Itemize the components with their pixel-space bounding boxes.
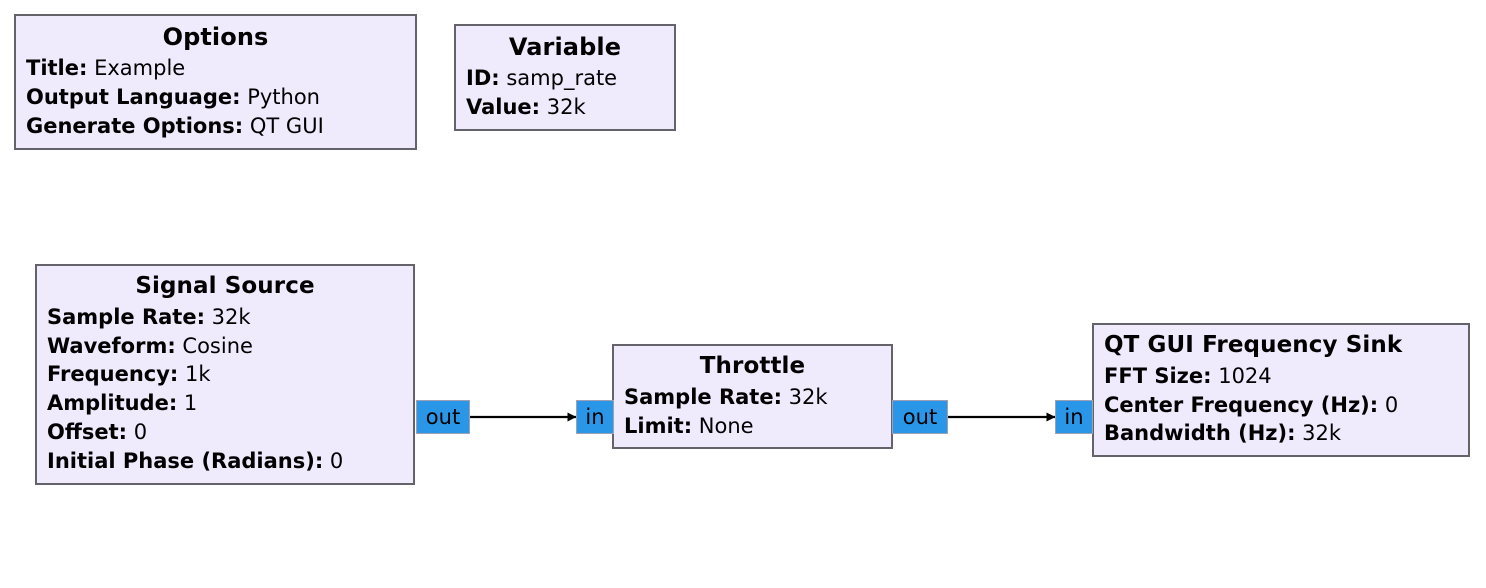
block-signal-source[interactable]: Signal Source Sample Rate: 32k Waveform:… <box>35 264 415 485</box>
param-value: None <box>698 413 754 438</box>
block-param-fft-size: FFT Size: 1024 <box>1104 363 1458 390</box>
block-param-sample-rate: Sample Rate: 32k <box>624 384 881 411</box>
param-value: 32k <box>788 384 828 409</box>
param-key: Waveform: <box>47 333 176 358</box>
param-key: ID: <box>466 66 500 91</box>
block-title: Signal Source <box>135 273 315 299</box>
param-value: 0 <box>1384 392 1399 417</box>
param-value: Cosine <box>182 333 253 358</box>
param-value: QT GUI <box>249 113 324 138</box>
param-value: 0 <box>329 448 344 473</box>
param-key: Sample Rate: <box>624 384 782 409</box>
block-param-sample-rate: Sample Rate: 32k <box>47 304 403 331</box>
block-qt-gui-frequency-sink[interactable]: QT GUI Frequency Sink FFT Size: 1024 Cen… <box>1092 323 1470 458</box>
param-key: Limit: <box>624 413 693 438</box>
param-value: 32k <box>1302 421 1342 446</box>
port-freq-sink-in[interactable]: in <box>1055 400 1093 434</box>
param-key: Center Frequency (Hz): <box>1104 392 1379 417</box>
param-key: Sample Rate: <box>47 304 205 329</box>
param-value: 1 <box>183 391 198 416</box>
param-key: Offset: <box>47 420 128 445</box>
param-key: Output Language: <box>26 84 241 109</box>
param-value: 32k <box>211 304 251 329</box>
block-param-limit: Limit: None <box>624 413 881 440</box>
param-value: 32k <box>546 94 586 119</box>
block-throttle[interactable]: Throttle Sample Rate: 32k Limit: None <box>612 344 893 450</box>
block-param-value: Value: 32k <box>466 94 664 121</box>
param-key: Frequency: <box>47 362 179 387</box>
block-param-generate-options: Generate Options: QT GUI <box>26 113 405 140</box>
block-param-id: ID: samp_rate <box>466 65 664 92</box>
block-param-center-frequency: Center Frequency (Hz): 0 <box>1104 392 1458 419</box>
block-param-title: Title: Example <box>26 55 405 82</box>
block-title: Throttle <box>699 353 806 379</box>
param-value: Example <box>94 56 186 81</box>
param-value: 1024 <box>1218 363 1272 388</box>
block-param-amplitude: Amplitude: 1 <box>47 390 403 417</box>
param-value: Python <box>247 84 320 109</box>
port-throttle-out[interactable]: out <box>892 400 948 434</box>
param-key: Generate Options: <box>26 113 244 138</box>
block-param-bandwidth: Bandwidth (Hz): 32k <box>1104 420 1458 447</box>
param-key: Bandwidth (Hz): <box>1104 421 1296 446</box>
param-key: Initial Phase (Radians): <box>47 448 324 473</box>
block-title: Variable <box>508 33 622 61</box>
block-param-waveform: Waveform: Cosine <box>47 333 403 360</box>
block-title: Options <box>162 23 269 51</box>
port-signal-source-out[interactable]: out <box>416 400 470 434</box>
block-variable[interactable]: Variable ID: samp_rate Value: 32k <box>454 24 676 131</box>
block-param-initial-phase: Initial Phase (Radians): 0 <box>47 448 403 475</box>
param-value: 1k <box>185 362 211 387</box>
block-param-frequency: Frequency: 1k <box>47 361 403 388</box>
block-title: QT GUI Frequency Sink <box>1104 332 1403 358</box>
block-param-offset: Offset: 0 <box>47 419 403 446</box>
param-key: Value: <box>466 94 541 119</box>
param-key: FFT Size: <box>1104 363 1212 388</box>
port-throttle-in[interactable]: in <box>576 400 614 434</box>
param-value: samp_rate <box>506 66 618 91</box>
param-value: 0 <box>133 420 148 445</box>
block-options[interactable]: Options Title: Example Output Language: … <box>14 14 417 150</box>
block-param-output-language: Output Language: Python <box>26 84 405 111</box>
param-key: Amplitude: <box>47 391 178 416</box>
param-key: Title: <box>26 56 88 81</box>
